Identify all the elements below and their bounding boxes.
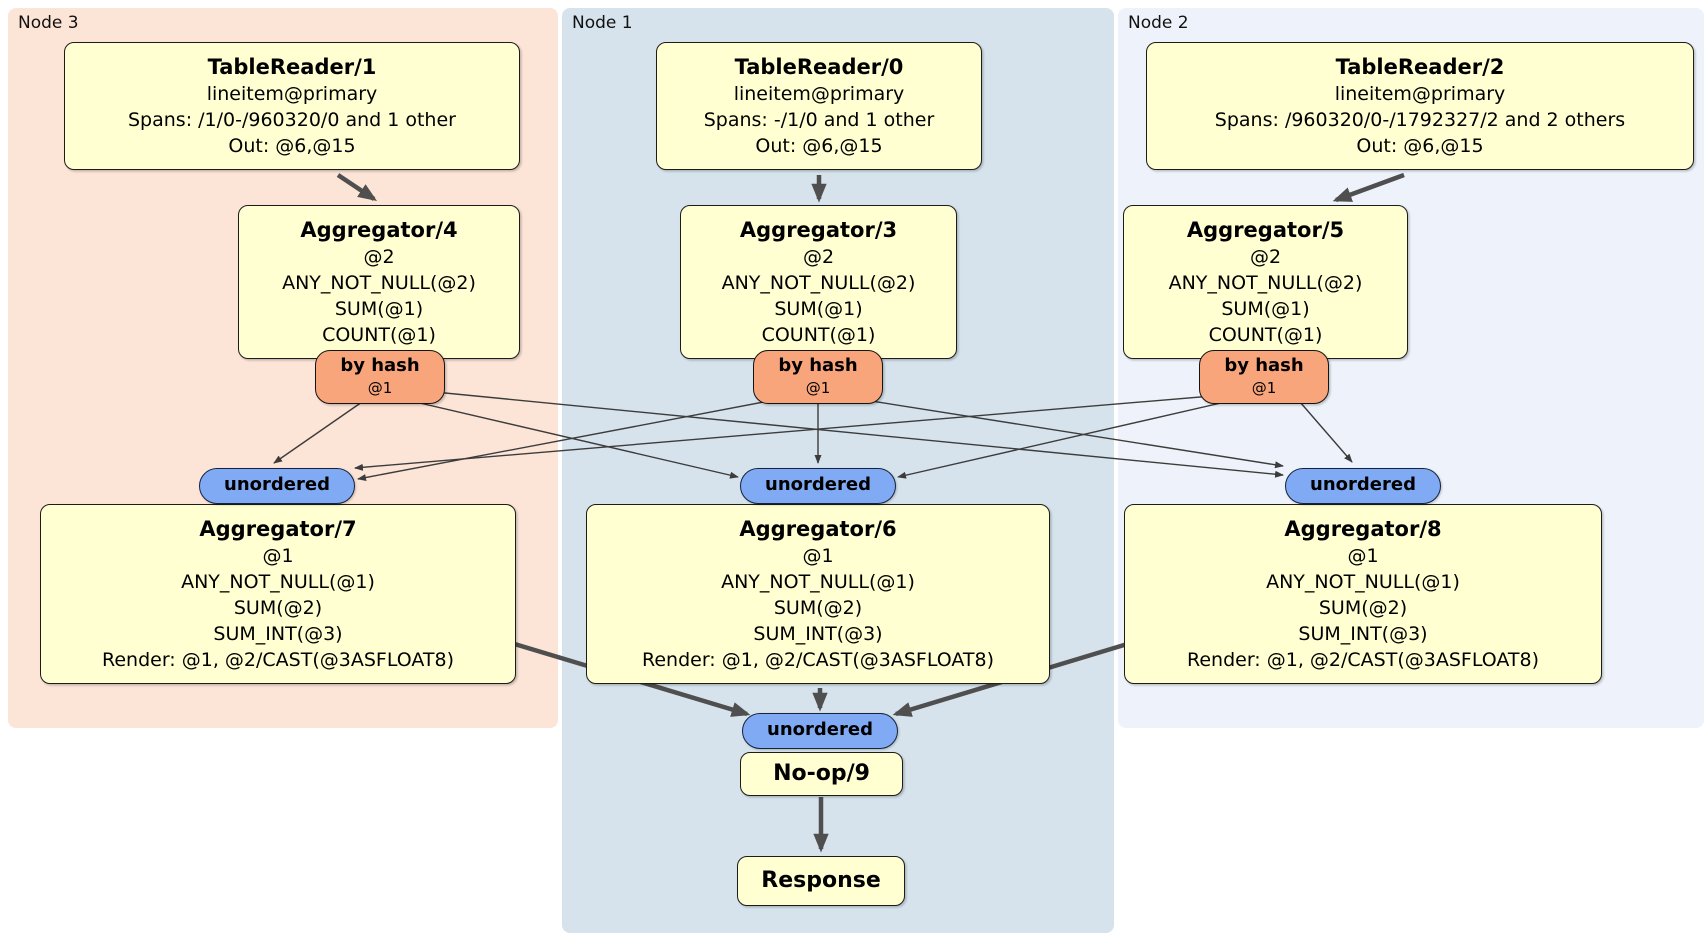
stream-unordered-2: unordered <box>1285 468 1441 504</box>
processor-detail: Render: @1, @2/CAST(@3ASFLOAT8) <box>102 649 454 671</box>
processor-detail: ANY_NOT_NULL(@2) <box>282 272 476 294</box>
stream-label: unordered <box>1310 474 1416 495</box>
processor-title: TableReader/1 <box>207 55 377 79</box>
processor-aggregator-4: Aggregator/4 @2 ANY_NOT_NULL(@2) SUM(@1)… <box>238 205 520 359</box>
processor-title: Aggregator/5 <box>1186 218 1345 242</box>
stream-label: unordered <box>224 474 330 495</box>
processor-title: Response <box>761 868 881 893</box>
processor-detail: SUM(@1) <box>334 298 424 320</box>
processor-detail: @1 <box>802 545 834 567</box>
processor-detail: lineitem@primary <box>1334 83 1506 105</box>
processor-tablereader-0: TableReader/0 lineitem@primary Spans: -/… <box>656 42 982 170</box>
processor-title: No-op/9 <box>773 761 870 786</box>
node-group-3-label: Node 3 <box>18 13 79 33</box>
processor-response: Response <box>737 856 905 906</box>
stream-unordered-1: unordered <box>740 468 896 504</box>
processor-detail: COUNT(@1) <box>322 324 436 346</box>
router-by-hash-1: by hash @1 <box>753 350 883 404</box>
processor-detail: SUM(@1) <box>1221 298 1310 320</box>
processor-aggregator-6: Aggregator/6 @1 ANY_NOT_NULL(@1) SUM(@2)… <box>586 504 1050 684</box>
processor-tablereader-1: TableReader/1 lineitem@primary Spans: /1… <box>64 42 520 170</box>
processor-detail: COUNT(@1) <box>761 324 876 346</box>
processor-detail: ANY_NOT_NULL(@1) <box>1266 571 1460 593</box>
processor-detail: Spans: /960320/0-/1792327/2 and 2 others <box>1214 109 1626 131</box>
processor-detail: Out: @6,@15 <box>1356 135 1484 157</box>
router-label: by hash <box>340 355 420 376</box>
processor-detail: ANY_NOT_NULL(@1) <box>181 571 375 593</box>
processor-detail: @2 <box>363 246 395 268</box>
processor-title: TableReader/2 <box>1335 55 1505 79</box>
processor-title: Aggregator/7 <box>199 517 357 541</box>
processor-detail: SUM_INT(@3) <box>213 623 343 645</box>
router-detail: @1 <box>805 379 831 397</box>
router-by-hash-2: by hash @1 <box>1199 350 1329 404</box>
router-detail: @1 <box>1251 379 1277 397</box>
processor-detail: lineitem@primary <box>733 83 905 105</box>
processor-title: Aggregator/4 <box>300 218 458 242</box>
processor-aggregator-5: Aggregator/5 @2 ANY_NOT_NULL(@2) SUM(@1)… <box>1123 205 1408 359</box>
processor-tablereader-2: TableReader/2 lineitem@primary Spans: /9… <box>1146 42 1694 170</box>
stream-label: unordered <box>767 719 873 740</box>
processor-detail: SUM(@2) <box>773 597 863 619</box>
processor-aggregator-8: Aggregator/8 @1 ANY_NOT_NULL(@1) SUM(@2)… <box>1124 504 1602 684</box>
router-label: by hash <box>1224 355 1304 376</box>
processor-detail: SUM_INT(@3) <box>753 623 883 645</box>
processor-detail: SUM(@1) <box>774 298 863 320</box>
node-group-1-label: Node 1 <box>572 13 633 33</box>
processor-aggregator-3: Aggregator/3 @2 ANY_NOT_NULL(@2) SUM(@1)… <box>680 205 957 359</box>
processor-aggregator-7: Aggregator/7 @1 ANY_NOT_NULL(@1) SUM(@2)… <box>40 504 516 684</box>
stream-unordered-3: unordered <box>199 468 355 504</box>
processor-detail: ANY_NOT_NULL(@2) <box>721 272 916 294</box>
processor-detail: Out: @6,@15 <box>755 135 883 157</box>
stream-unordered-final: unordered <box>742 713 898 749</box>
router-label: by hash <box>778 355 858 376</box>
router-by-hash-3: by hash @1 <box>315 350 445 404</box>
processor-detail: ANY_NOT_NULL(@1) <box>721 571 915 593</box>
processor-detail: @2 <box>1249 246 1282 268</box>
processor-title: Aggregator/8 <box>1284 517 1442 541</box>
router-detail: @1 <box>367 379 393 397</box>
processor-detail: SUM(@2) <box>1318 597 1408 619</box>
node-group-2-label: Node 2 <box>1128 13 1189 33</box>
processor-detail: COUNT(@1) <box>1208 324 1323 346</box>
processor-detail: @1 <box>262 545 294 567</box>
processor-detail: Render: @1, @2/CAST(@3ASFLOAT8) <box>642 649 994 671</box>
processor-detail: Spans: /1/0-/960320/0 and 1 other <box>128 109 456 131</box>
processor-title: Aggregator/6 <box>739 517 897 541</box>
processor-title: TableReader/0 <box>734 55 904 79</box>
processor-detail: SUM_INT(@3) <box>1298 623 1428 645</box>
processor-detail: ANY_NOT_NULL(@2) <box>1168 272 1363 294</box>
processor-title: Aggregator/3 <box>739 218 898 242</box>
processor-noop-9: No-op/9 <box>740 752 903 796</box>
processor-detail: Spans: -/1/0 and 1 other <box>703 109 935 131</box>
stream-label: unordered <box>765 474 871 495</box>
processor-detail: Out: @6,@15 <box>228 135 356 157</box>
processor-detail: Render: @1, @2/CAST(@3ASFLOAT8) <box>1187 649 1539 671</box>
processor-detail: lineitem@primary <box>206 83 378 105</box>
processor-detail: @1 <box>1347 545 1379 567</box>
processor-detail: SUM(@2) <box>233 597 323 619</box>
processor-detail: @2 <box>802 246 835 268</box>
